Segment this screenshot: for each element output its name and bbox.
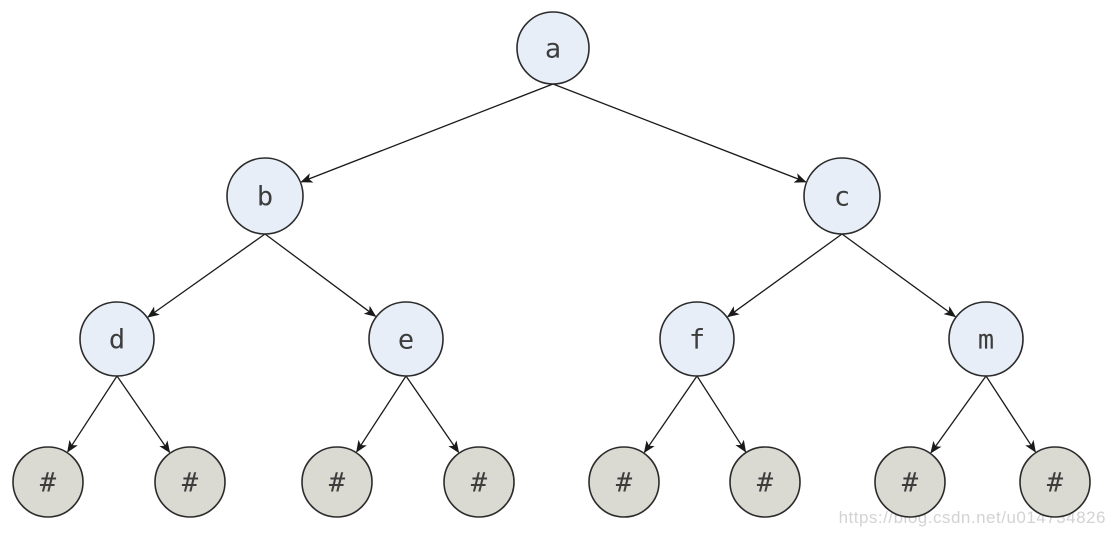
node-circle-e	[368, 301, 444, 377]
node-circle-n7	[874, 446, 946, 518]
edge-b-d	[147, 233, 266, 318]
node-circle-n6	[729, 446, 801, 518]
node-circle-d	[79, 301, 155, 377]
edge-e-n3	[356, 375, 407, 453]
node-n3: #	[301, 446, 373, 518]
node-circle-c	[803, 157, 881, 235]
node-circle-n8	[1019, 446, 1091, 518]
node-n5: #	[588, 446, 660, 518]
node-c: c	[803, 157, 881, 235]
edge-f-n5	[643, 375, 698, 454]
edge-d-n2	[116, 375, 171, 454]
node-m: m	[948, 301, 1024, 377]
edge-d-n1	[67, 375, 118, 453]
edge-c-m	[841, 233, 957, 318]
node-b: b	[226, 157, 304, 235]
node-f: f	[659, 301, 735, 377]
node-a: a	[516, 11, 590, 85]
edge-b-e	[264, 233, 377, 317]
node-n6: #	[729, 446, 801, 518]
edge-c-f	[726, 233, 843, 318]
node-circle-n3	[301, 446, 373, 518]
node-n4: #	[443, 446, 515, 518]
edge-a-c	[552, 83, 807, 183]
node-circle-b	[226, 157, 304, 235]
edge-m-n7	[930, 375, 987, 454]
node-circle-m	[948, 301, 1024, 377]
edge-f-n6	[696, 375, 747, 453]
node-n7: #	[874, 446, 946, 518]
node-circle-n5	[588, 446, 660, 518]
node-circle-n1	[12, 446, 84, 518]
node-e: e	[368, 301, 444, 377]
edge-a-b	[300, 83, 554, 183]
node-circle-n4	[443, 446, 515, 518]
node-n2: #	[154, 446, 226, 518]
node-n1: #	[12, 446, 84, 518]
node-n8: #	[1019, 446, 1091, 518]
edge-e-n4	[405, 375, 460, 454]
node-circle-n2	[154, 446, 226, 518]
node-circle-a	[516, 11, 590, 85]
node-d: d	[79, 301, 155, 377]
edge-m-n8	[985, 375, 1036, 453]
node-circle-f	[659, 301, 735, 377]
